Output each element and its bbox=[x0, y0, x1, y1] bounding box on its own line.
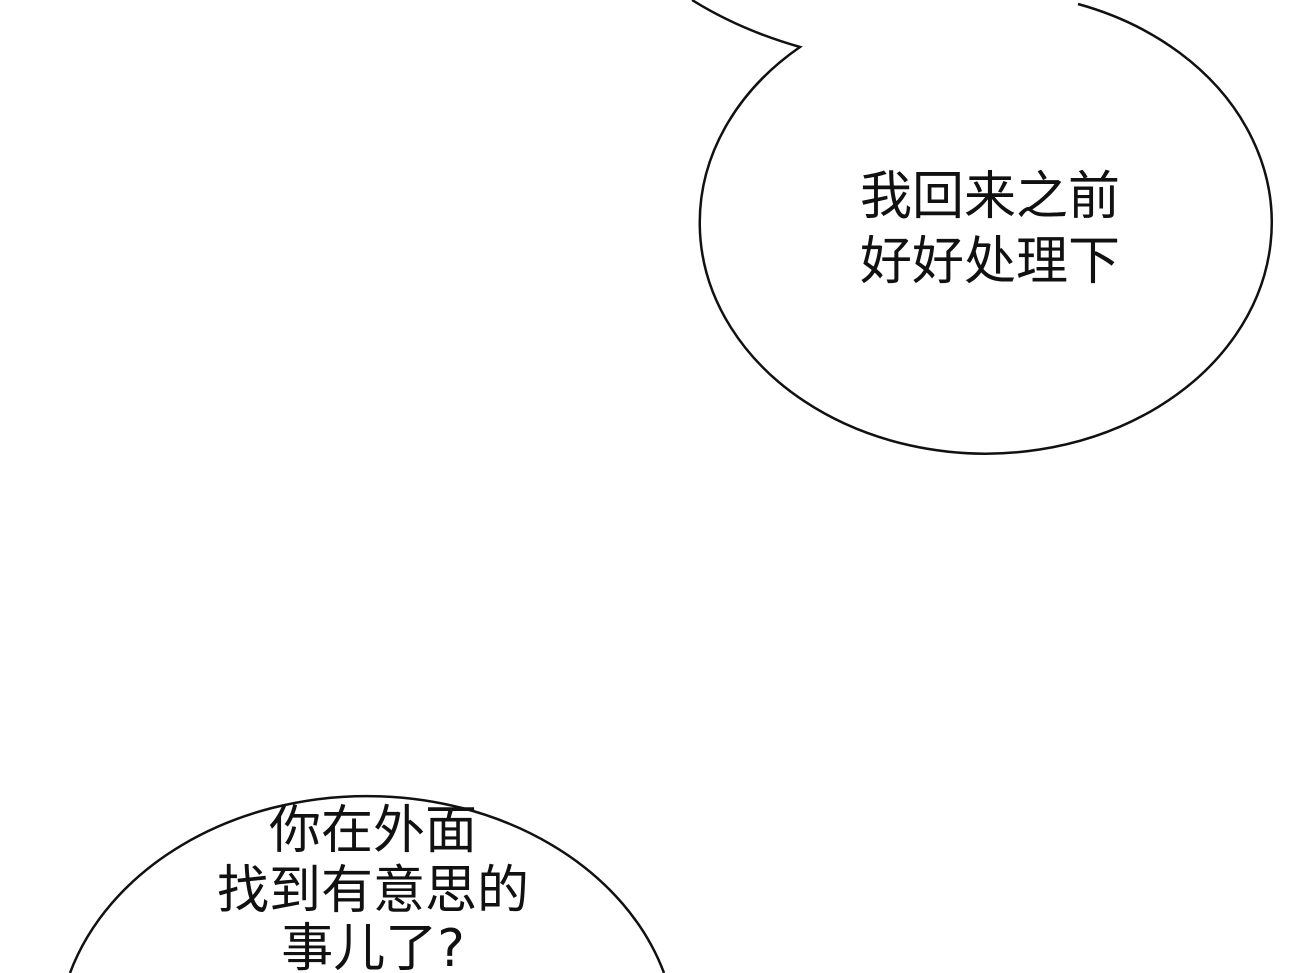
bubble-text-line: 我回来之前 bbox=[860, 167, 1120, 227]
bubble-text-line: 你在外面 bbox=[269, 801, 477, 861]
bubble-outline-bottom bbox=[68, 794, 666, 973]
bubble-text-line: 找到有意思的 bbox=[217, 861, 529, 921]
speech-bubble-bottom: 你在外面 找到有意思的 事儿了? bbox=[68, 794, 666, 973]
speech-bubble-top: 我回来之前 好好处理下 bbox=[691, 0, 1273, 455]
bubble-text-line: 好好处理下 bbox=[860, 232, 1120, 292]
bubble-text-line: 事儿了? bbox=[281, 919, 465, 973]
bubble-outline-top bbox=[691, 0, 1273, 455]
